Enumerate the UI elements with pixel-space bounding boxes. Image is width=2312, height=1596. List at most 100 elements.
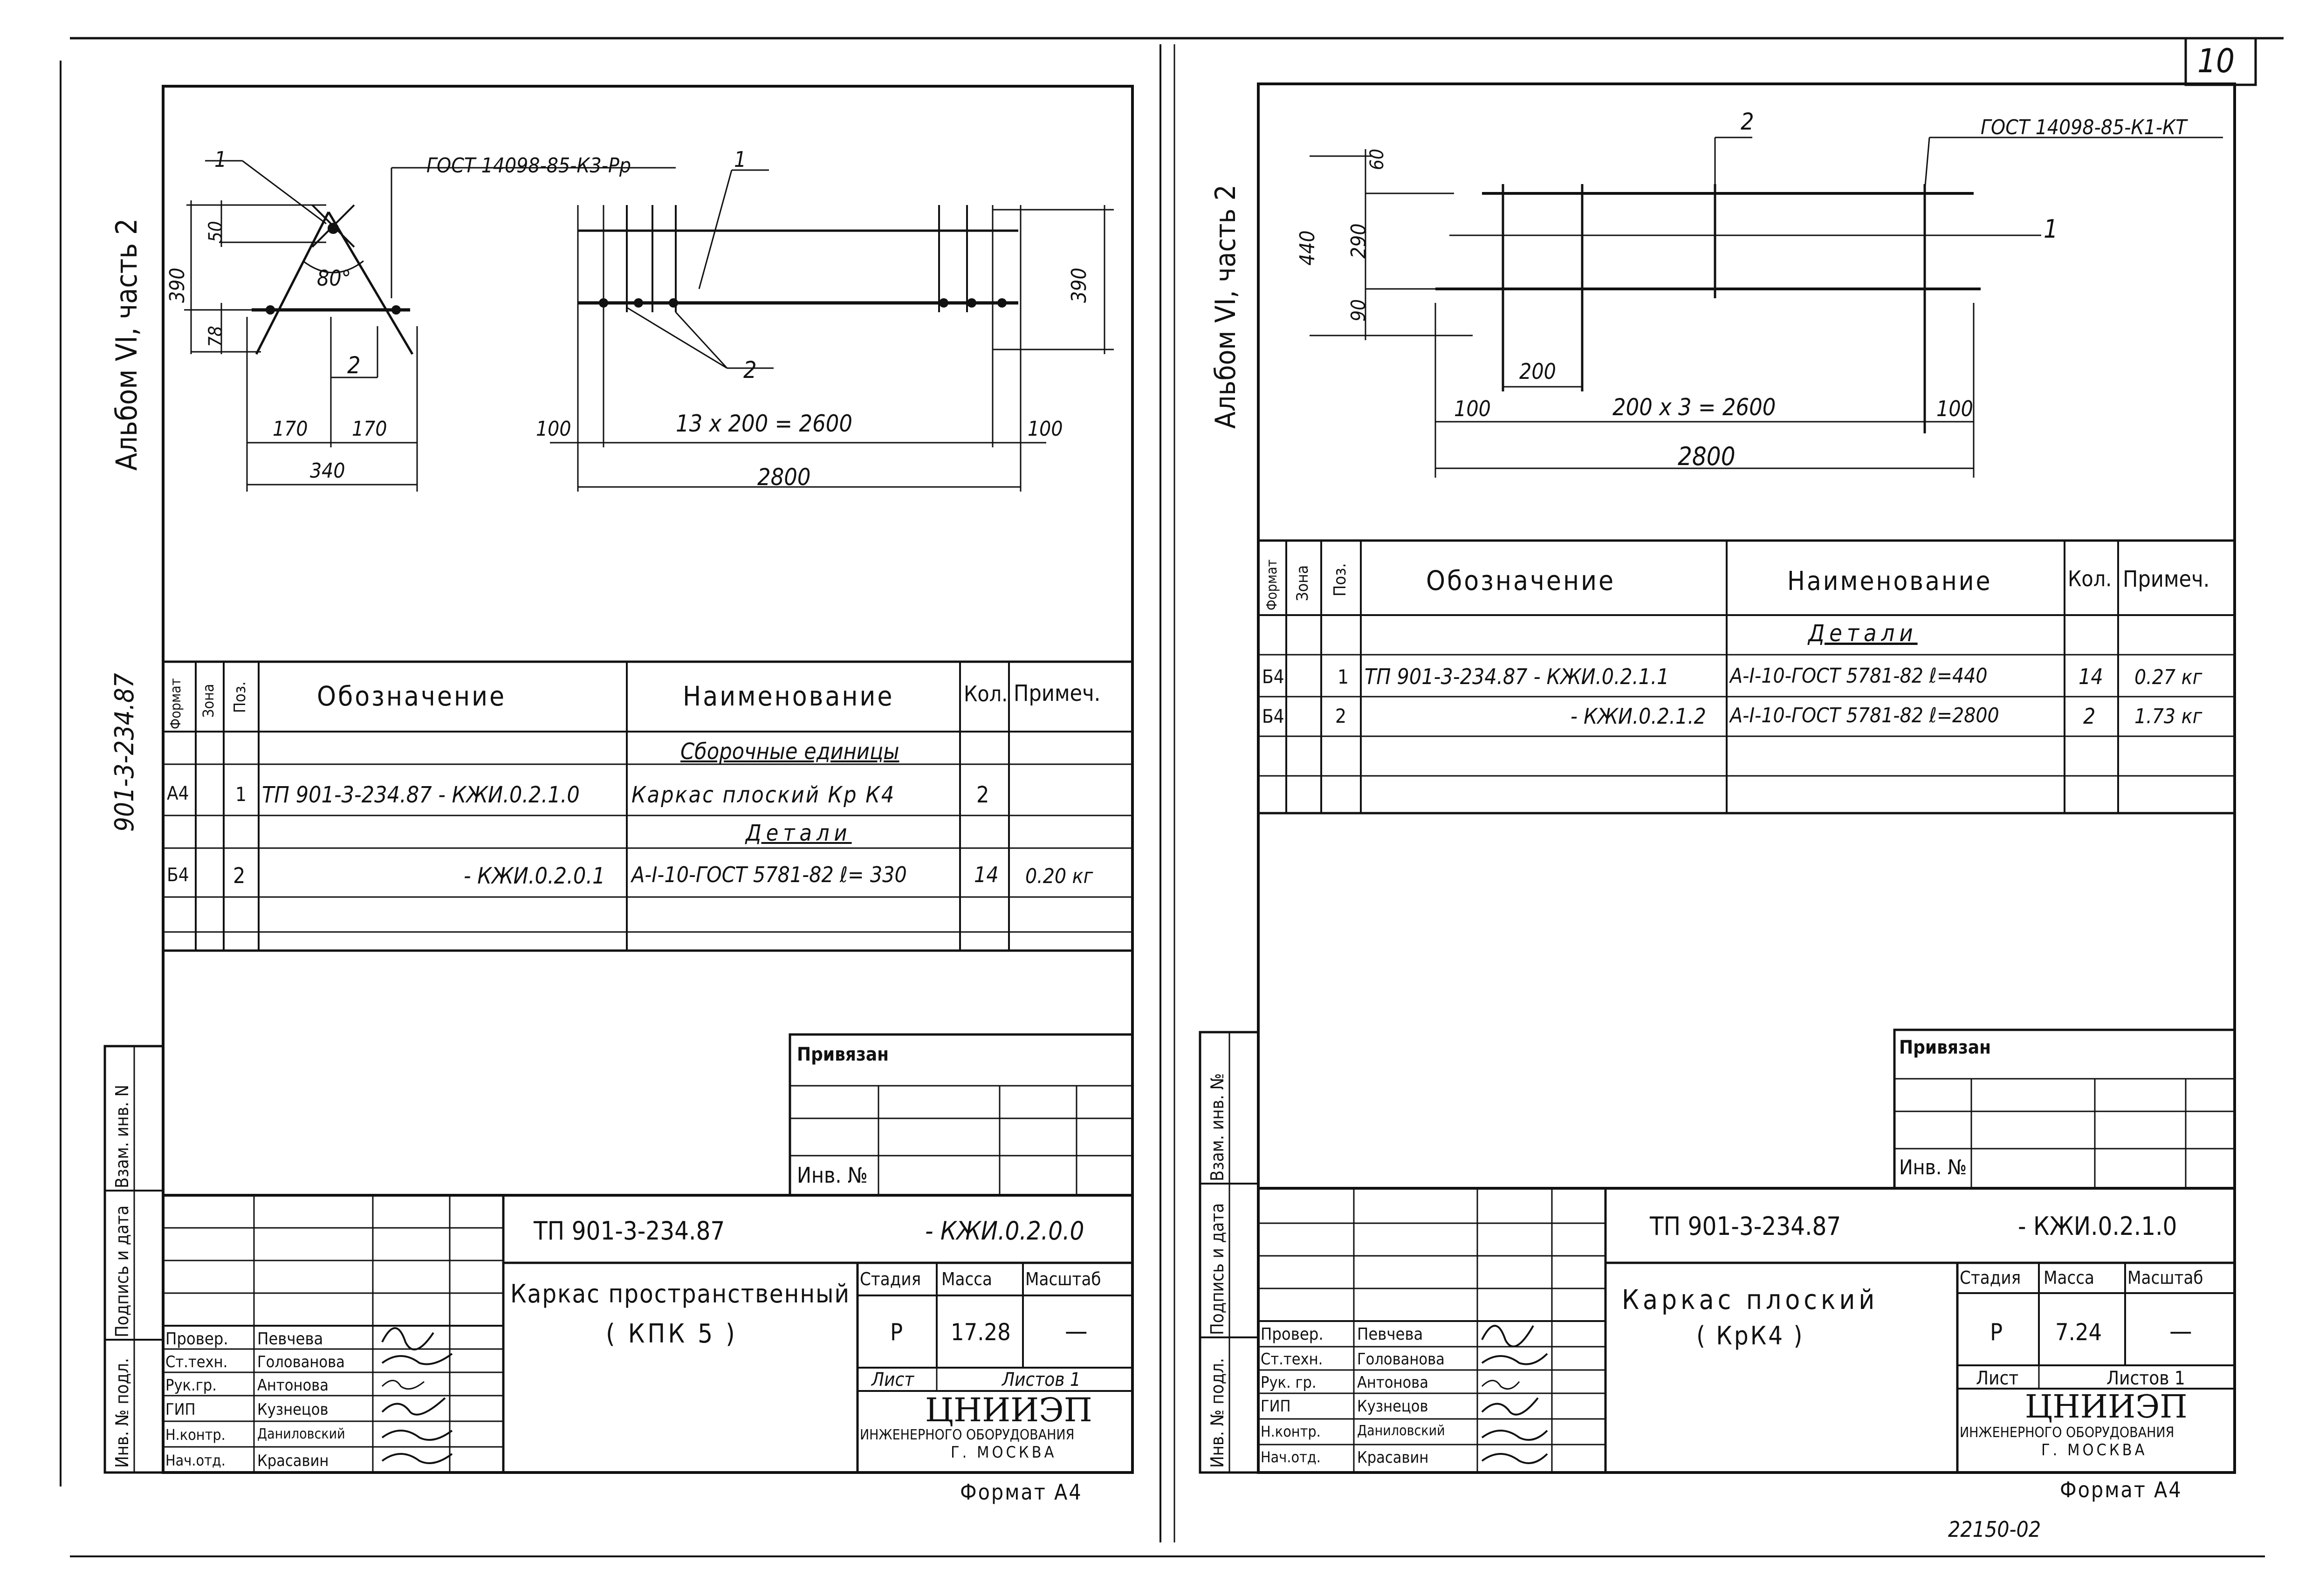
left-stamp-b: Подпись и дата [112,1205,132,1337]
right-row2-name: А-I-10-ГОСТ 5781-82 ℓ=2800 [1730,704,1999,727]
right-person-role: ГИП [1261,1397,1291,1416]
right-person-role: Рук. гр. [1261,1373,1317,1392]
right-row2-note: 1.73 кг [2134,705,2202,728]
left-spec-h-name: Наименование [683,680,894,712]
left-dim-50: 50 [205,221,226,242]
left-spec-h-note: Примеч. [1014,680,1101,706]
left-spec-h-format: Формат [168,678,184,730]
left-spec-h-qty: Кол. [964,681,1008,706]
right-title-name2: ( КрК4 ) [1696,1321,1804,1350]
left-spec-h-pos: Поз. [231,681,249,713]
left-dim-100a: 100 [536,417,571,441]
left-pos1-a: 1 [214,147,227,172]
right-title-sheets: Листов 1 [2106,1368,2185,1389]
right-person-role: Ст.техн. [1261,1350,1323,1369]
right-dim-100a: 100 [1454,396,1491,421]
left-row1-format: А4 [167,783,189,804]
right-stamp-b: Подпись и дата [1207,1203,1228,1335]
left-pos2-a: 2 [347,352,361,379]
page-number: 10 [2197,42,2235,80]
left-person-name: Певчева [257,1329,323,1349]
left-title-name1: Каркас пространственный [510,1279,851,1308]
left-row1-name: Каркас плоский Кр К4 [631,782,896,808]
right-row1-pos: 1 [1338,665,1349,688]
right-row2-format: Б4 [1262,706,1284,727]
left-row2-qty: 14 [974,862,999,887]
left-person-name: Голованова [257,1353,345,1371]
left-row2-format: Б4 [167,864,189,886]
left-spec-section1: Сборочные единицы [680,739,899,765]
left-title-org1: ЦНИИЭП [925,1391,1092,1429]
bottom-note: 22150-02 [1948,1517,2041,1542]
left-title-sheets: Листов 1 [1002,1369,1081,1391]
left-dim-170b: 170 [352,417,387,441]
right-dim-440: 440 [1296,230,1319,266]
right-stamp-c: Взам. инв. № [1207,1073,1228,1181]
right-spec-h-designation: Обозначение [1426,565,1616,596]
right-dim-60: 60 [1366,149,1388,170]
right-row1-note: 0.27 кг [2134,665,2202,689]
left-title-mass-h: Масса [941,1269,992,1289]
left-title-scale-h: Масштаб [1025,1269,1101,1289]
left-title-org2: инженерного оборудования [860,1427,1075,1443]
right-title-code: - КЖИ.0.2.1.0 [2018,1212,2177,1241]
left-person-role: Провер. [165,1329,228,1349]
left-dim-390a: 390 [165,267,189,303]
left-row2-designation: - КЖИ.0.2.0.1 [464,863,605,889]
right-person-name: Голованова [1357,1350,1445,1369]
right-spec-h-zone: Зона [1293,565,1312,601]
right-person-name: Кузнецов [1357,1397,1428,1416]
right-title-org1: ЦНИИЭП [2025,1389,2188,1425]
right-person-name: Даниловский [1357,1423,1445,1439]
right-spec-h-qty: Кол. [2068,566,2112,591]
right-row2-designation: - КЖИ.0.2.1.2 [1571,704,1706,729]
left-binding-inv: Инв. № [797,1163,868,1188]
left-dim-total: 2800 [757,464,811,491]
right-title-org2: инженерного оборудования [1960,1425,2175,1441]
right-spec-h-name: Наименование [1787,566,1992,596]
left-binding-label: Привязан [797,1044,889,1065]
right-title-scale-h: Масштаб [2127,1267,2203,1288]
right-title-stage: Р [1990,1319,2003,1346]
left-title-name2: ( КПК 5 ) [606,1319,738,1349]
right-dim-100b: 100 [1936,396,1973,421]
left-title-scale: — [1065,1316,1088,1346]
left-person-role: Ст.техн. [165,1353,228,1371]
left-row1-qty: 2 [976,782,989,808]
left-person-name: Антонова [257,1376,329,1395]
left-person-name: Даниловский [257,1426,345,1442]
right-side-album: Альбом VI, часть 2 [1209,185,1242,429]
right-title-scale: — [2169,1316,2192,1346]
left-stamp-c: Взам. инв. N [112,1084,132,1188]
left-spec-h-designation: Обозначение [317,680,507,712]
left-title-code: - КЖИ.0.2.0.0 [925,1216,1084,1246]
right-person-name: Красавин [1357,1448,1429,1467]
left-pos2-b: 2 [743,356,757,384]
left-stamp-a: Инв. № подл. [112,1358,132,1468]
right-spec-h-pos: Поз. [1331,563,1350,596]
left-person-role: ГИП [165,1400,196,1419]
right-pos1: 1 [2044,214,2058,244]
left-title-org3: г. Москва [951,1443,1057,1462]
left-title-format: Формат А4 [960,1480,1083,1505]
right-title-stage-h: Стадия [1960,1267,2021,1288]
left-person-name: Кузнецов [257,1400,329,1419]
right-title-format: Формат А4 [2060,1477,2182,1502]
right-std-label: ГОСТ 14098-85-К1-КТ [1981,116,2187,139]
right-dim-total: 2800 [1678,442,1736,471]
left-dim-100b: 100 [1028,417,1063,441]
right-title-name1: Каркас плоский [1622,1284,1879,1315]
right-person-name: Певчева [1357,1325,1423,1344]
right-person-role: Провер. [1261,1325,1324,1344]
right-person-role: Н.контр. [1261,1423,1321,1440]
left-dim-78: 78 [205,326,226,347]
right-row2-pos: 2 [1335,705,1347,727]
right-title-sheet: Лист [1976,1368,2019,1389]
right-title-mass: 7.24 [2055,1319,2102,1346]
left-title-stage-h: Стадия [860,1269,921,1289]
right-dim-90: 90 [1347,299,1370,322]
left-row2-name: А-I-10-ГОСТ 5781-82 ℓ= 330 [631,862,907,887]
left-dim-340: 340 [310,459,345,483]
left-angle: 80° [317,266,351,291]
